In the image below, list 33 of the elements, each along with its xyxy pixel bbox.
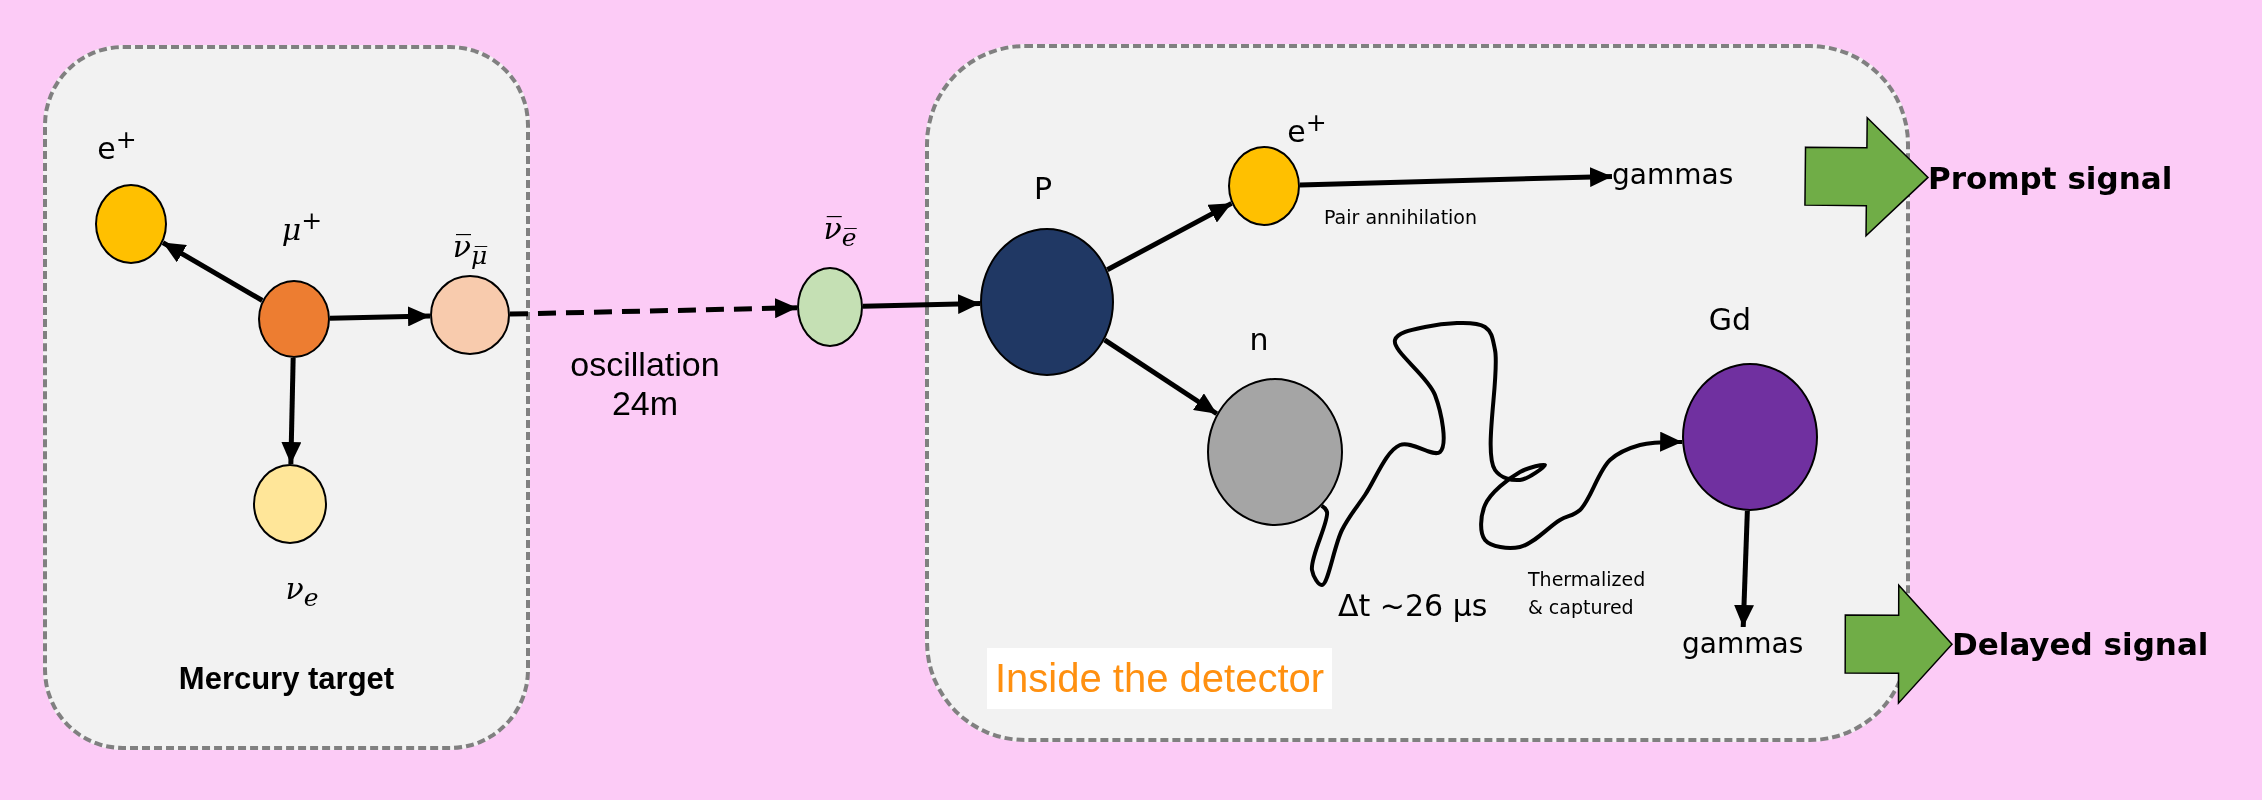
edge-label: Pair annihilation: [1324, 205, 1479, 230]
particle-label: ν$_{e}$: [285, 574, 319, 610]
arrow: [1734, 510, 1754, 628]
edge-label: Thermalized & captured: [1528, 567, 1647, 620]
dashed-arrow: [509, 298, 798, 319]
particle-label: e$^{+}$: [1287, 109, 1327, 147]
panel-title: Inside the detector: [987, 648, 1333, 709]
particle-label: Gd: [1708, 305, 1752, 335]
particle-label: n: [1249, 325, 1269, 355]
dashed-panel: [43, 45, 530, 750]
arrow: [329, 306, 431, 327]
dashed-panel: [925, 44, 1910, 742]
gammas-label: gammas: [1682, 627, 1804, 661]
time-label: Δt ~26 µs: [1338, 588, 1488, 623]
signal-label: Prompt signal: [1928, 160, 2173, 198]
particle-label: μ$^{+}$: [281, 207, 323, 245]
arrow: [161, 240, 264, 303]
arrow: [1299, 167, 1613, 188]
particle-label: ν̅$_{e̅}$: [823, 214, 857, 250]
arrow: [1103, 337, 1219, 416]
arrow: [281, 357, 302, 465]
particle-label: P: [1033, 174, 1053, 204]
particle-label: ν̅$_{μ̅}$: [452, 232, 488, 268]
arrow: [862, 294, 981, 315]
wavy-arrow: [1310, 321, 1683, 587]
signal-label: Delayed signal: [1952, 626, 2209, 664]
arrow: [1106, 201, 1233, 272]
block-arrow: [1804, 116, 1930, 238]
particle-label: e$^{+}$: [97, 126, 137, 164]
panel-title: Mercury target: [177, 661, 396, 697]
gammas-label: gammas: [1612, 158, 1734, 192]
edge-label: oscillation 24m: [569, 345, 721, 424]
block-arrow: [1844, 583, 1953, 706]
